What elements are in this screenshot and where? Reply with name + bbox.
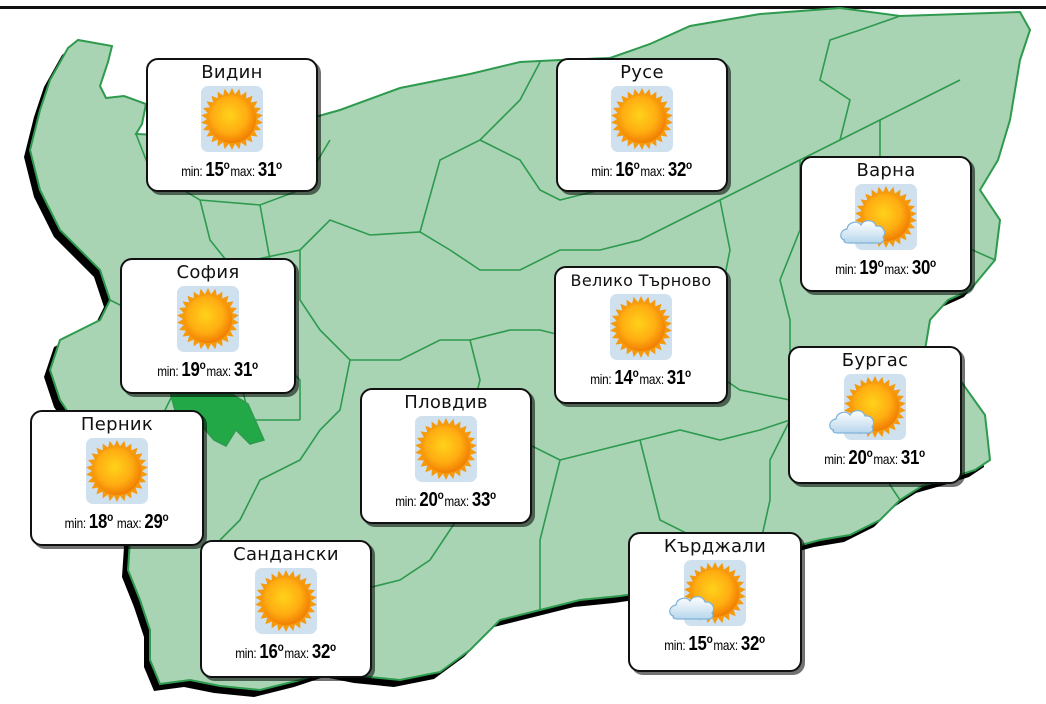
sunny-icon xyxy=(201,86,263,152)
temperature-range: min: 20omax: 31o xyxy=(824,446,925,469)
temperature-range: min: 19omax: 30o xyxy=(835,256,936,279)
city-card-kardzhali: Кърджали min: 15omax: 32o xyxy=(628,532,802,672)
cloud-shape xyxy=(669,596,715,620)
sun-disk xyxy=(617,303,665,351)
city-card-veliko-tarnovo: Велико Търново min: 14omax: 31o xyxy=(554,266,728,404)
partly-cloudy-icon xyxy=(840,184,917,250)
city-card-vidin: Видин min: 15omax: 31o xyxy=(146,58,318,192)
temperature-range: min: 15omax: 31o xyxy=(181,158,282,181)
city-card-sandanski: Сандански min: 16omax: 32o xyxy=(200,540,372,678)
city-card-varna: Варна min: 19omax: 30o xyxy=(800,156,972,292)
city-card-plovdiv: Пловдив min: 20omax: 33o xyxy=(360,388,532,524)
temperature-range: min: 19omax: 31o xyxy=(157,358,258,381)
temperature-range: min: 18o max: 29o xyxy=(64,510,169,533)
city-name: Велико Търново xyxy=(570,271,712,290)
city-name: Пловдив xyxy=(404,392,488,413)
sun-disk xyxy=(262,577,310,625)
partly-cloudy-icon xyxy=(829,374,906,440)
temperature-range: min: 15omax: 32o xyxy=(664,632,765,655)
sun-disk xyxy=(93,447,141,495)
temperature-range: min: 14omax: 31o xyxy=(590,366,691,389)
city-name: Перник xyxy=(80,414,154,435)
sun-disk xyxy=(208,95,256,143)
partly-cloudy-icon xyxy=(669,560,746,626)
city-card-sofia: София min: 19omax: 31o xyxy=(120,258,296,394)
cloud-shape xyxy=(829,410,875,434)
top-border-line xyxy=(0,6,1046,9)
city-name: Кърджали xyxy=(663,536,767,557)
sunny-icon xyxy=(611,86,673,152)
city-card-pernik: Перник min: 18o max: 29o xyxy=(30,410,204,546)
sunny-icon xyxy=(610,294,672,360)
sun-disk xyxy=(618,95,666,143)
sunny-icon xyxy=(255,568,317,634)
temperature-range: min: 16omax: 32o xyxy=(235,640,336,663)
sunny-icon xyxy=(415,416,477,482)
city-name: Варна xyxy=(856,160,916,181)
city-name: Бургас xyxy=(841,350,909,371)
sun-disk xyxy=(422,425,470,473)
city-name: Сандански xyxy=(233,544,339,565)
city-name: Видин xyxy=(201,62,263,83)
temperature-range: min: 16omax: 32o xyxy=(591,158,692,181)
sunny-icon xyxy=(86,438,148,504)
city-card-burgas: Бургас min: 20omax: 31o xyxy=(788,346,962,484)
city-card-ruse: Русе min: 16omax: 32o xyxy=(556,58,728,192)
temperature-range: min: 20omax: 33o xyxy=(395,488,496,511)
cloud-shape xyxy=(840,220,886,244)
sunny-icon xyxy=(177,286,239,352)
city-name: София xyxy=(176,262,240,283)
sun-disk xyxy=(184,295,232,343)
city-name: Русе xyxy=(620,62,664,83)
